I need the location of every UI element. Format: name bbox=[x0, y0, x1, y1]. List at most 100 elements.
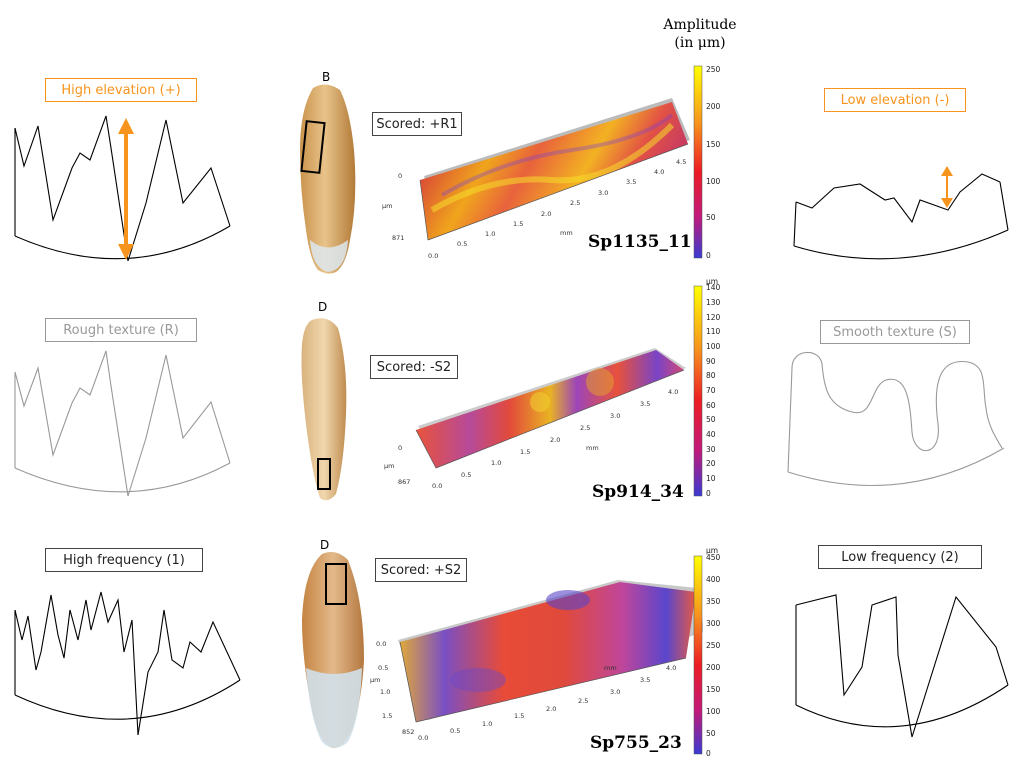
scored-label-2: Scored: -S2 bbox=[370, 355, 458, 379]
svg-text:70: 70 bbox=[706, 386, 716, 395]
svg-text:0.5: 0.5 bbox=[457, 240, 467, 248]
svg-text:0.0: 0.0 bbox=[432, 482, 442, 490]
svg-text:852: 852 bbox=[402, 728, 414, 736]
svg-text:4.5: 4.5 bbox=[676, 158, 686, 166]
tooth-letter-1: B bbox=[322, 70, 331, 84]
svg-text:200: 200 bbox=[706, 102, 721, 111]
svg-text:0.5: 0.5 bbox=[450, 727, 460, 735]
svg-text:20: 20 bbox=[706, 459, 716, 468]
surface-plot-3: 0.0 0.5 1.0 1.5 852 μm 0.0 0.5 1.0 1.5 2… bbox=[370, 580, 703, 742]
svg-text:0: 0 bbox=[706, 489, 711, 498]
high-elevation-label: High elevation (+) bbox=[45, 78, 197, 102]
svg-text:2.0: 2.0 bbox=[550, 436, 560, 444]
svg-text:1.5: 1.5 bbox=[513, 220, 523, 228]
svg-text:0.5: 0.5 bbox=[378, 664, 388, 672]
tooth-image-1 bbox=[300, 84, 356, 274]
rough-texture-label: Rough texture (R) bbox=[45, 318, 197, 342]
amplitude-title: Amplitude (in μm) bbox=[655, 16, 745, 52]
svg-text:80: 80 bbox=[706, 371, 716, 380]
svg-text:50: 50 bbox=[706, 213, 716, 222]
svg-text:200: 200 bbox=[706, 663, 721, 672]
high-frequency-profile bbox=[14, 591, 241, 736]
svg-text:10: 10 bbox=[706, 474, 716, 483]
svg-text:1.0: 1.0 bbox=[491, 459, 501, 467]
mm-axis-ticks: 0.0 0.5 1.0 1.5 2.0 2.5 3.0 3.5 4.0 bbox=[418, 664, 676, 742]
svg-text:50: 50 bbox=[706, 415, 716, 424]
sample-id-3: Sp755_23 bbox=[590, 733, 682, 753]
svg-text:4.0: 4.0 bbox=[654, 168, 664, 176]
svg-text:1.5: 1.5 bbox=[382, 712, 392, 720]
svg-text:mm: mm bbox=[604, 664, 617, 672]
sample-id-2: Sp914_34 bbox=[592, 482, 684, 502]
surface-plot-1: 0 μm 871 0.0 0.5 1.0 1.5 2.0 2.5 3.0 3.5… bbox=[382, 98, 690, 260]
rough-texture-profile bbox=[14, 350, 231, 497]
svg-text:0: 0 bbox=[706, 749, 711, 758]
svg-text:100: 100 bbox=[706, 707, 721, 716]
svg-text:1.5: 1.5 bbox=[520, 448, 530, 456]
sample-box bbox=[325, 563, 347, 605]
tooth-image-2 bbox=[301, 318, 347, 501]
um-tick-top: 0 bbox=[398, 172, 402, 180]
svg-text:450: 450 bbox=[706, 553, 721, 562]
surface-plot-2: 0 μm 867 0.0 0.5 1.0 1.5 2.0 2.5 3.0 3.5… bbox=[384, 348, 686, 490]
svg-text:2.5: 2.5 bbox=[570, 199, 580, 207]
low-frequency-label: Low frequency (2) bbox=[818, 545, 982, 569]
svg-text:2.0: 2.0 bbox=[541, 210, 551, 218]
tooth-image-3 bbox=[302, 552, 364, 749]
low-frequency-profile bbox=[795, 594, 1009, 738]
scored-label-3: Scored: +S2 bbox=[375, 558, 467, 582]
colorbar-2: μm 140 130 120 110 100 90 80 70 60 50 40… bbox=[693, 277, 721, 498]
high-frequency-label: High frequency (1) bbox=[45, 548, 203, 572]
svg-text:4.0: 4.0 bbox=[666, 664, 676, 672]
svg-text:2.5: 2.5 bbox=[578, 697, 588, 705]
amplitude-title-line1: Amplitude bbox=[663, 17, 737, 33]
svg-text:130: 130 bbox=[706, 298, 721, 307]
svg-text:3.0: 3.0 bbox=[610, 688, 620, 696]
colorbar-2-ticks: 140 130 120 110 100 90 80 70 60 50 40 30… bbox=[706, 283, 721, 498]
svg-text:867: 867 bbox=[398, 478, 410, 486]
svg-text:100: 100 bbox=[706, 177, 721, 186]
svg-text:1.5: 1.5 bbox=[514, 712, 524, 720]
tooth-letter-2: D bbox=[318, 300, 328, 314]
colorbar-1: 250 200 150 100 50 0 bbox=[693, 65, 721, 260]
svg-text:1.0: 1.0 bbox=[380, 688, 390, 696]
svg-text:350: 350 bbox=[706, 597, 721, 606]
svg-text:400: 400 bbox=[706, 575, 721, 584]
svg-text:1.0: 1.0 bbox=[482, 720, 492, 728]
low-elevation-label: Low elevation (-) bbox=[824, 88, 966, 112]
svg-text:μm: μm bbox=[370, 676, 380, 684]
svg-text:60: 60 bbox=[706, 401, 716, 410]
high-elevation-profile bbox=[14, 115, 231, 262]
svg-text:0: 0 bbox=[398, 444, 402, 452]
svg-text:120: 120 bbox=[706, 313, 721, 322]
svg-text:250: 250 bbox=[706, 65, 721, 74]
smooth-texture-label: Smooth texture (S) bbox=[820, 320, 970, 344]
svg-text:30: 30 bbox=[706, 445, 716, 454]
amplitude-title-line2: (in μm) bbox=[674, 35, 726, 51]
sample-box bbox=[300, 120, 326, 174]
svg-text:0: 0 bbox=[706, 251, 711, 260]
svg-text:μm: μm bbox=[706, 546, 718, 555]
svg-text:3.5: 3.5 bbox=[640, 400, 650, 408]
svg-text:50: 50 bbox=[706, 729, 716, 738]
svg-text:1.0: 1.0 bbox=[485, 230, 495, 238]
svg-text:μm: μm bbox=[384, 462, 394, 470]
colorbar-3: μm 450 400 350 300 250 200 150 100 50 0 bbox=[693, 546, 721, 758]
sample-box bbox=[317, 458, 331, 490]
mm-axis-ticks: 0.0 0.5 1.0 1.5 2.0 2.5 3.0 3.5 4.0 bbox=[432, 388, 678, 490]
svg-text:150: 150 bbox=[706, 140, 721, 149]
svg-text:140: 140 bbox=[706, 283, 721, 292]
svg-text:250: 250 bbox=[706, 641, 721, 650]
svg-text:0.0: 0.0 bbox=[418, 734, 428, 742]
um-axis-ticks: 0.0 0.5 1.0 1.5 852 bbox=[376, 640, 414, 736]
colorbar-3-ticks: 450 400 350 300 250 200 150 100 50 0 bbox=[706, 553, 721, 758]
svg-text:300: 300 bbox=[706, 619, 721, 628]
svg-text:μm: μm bbox=[706, 277, 718, 286]
svg-text:0.0: 0.0 bbox=[428, 252, 438, 260]
svg-text:0.0: 0.0 bbox=[376, 640, 386, 648]
tooth-letter-3: D bbox=[320, 538, 330, 552]
svg-text:0.5: 0.5 bbox=[461, 471, 471, 479]
svg-text:40: 40 bbox=[706, 430, 716, 439]
svg-text:2.0: 2.0 bbox=[546, 705, 556, 713]
mm-axis-ticks: 0.0 0.5 1.0 1.5 2.0 2.5 3.0 3.5 4.0 4.5 bbox=[428, 158, 686, 260]
